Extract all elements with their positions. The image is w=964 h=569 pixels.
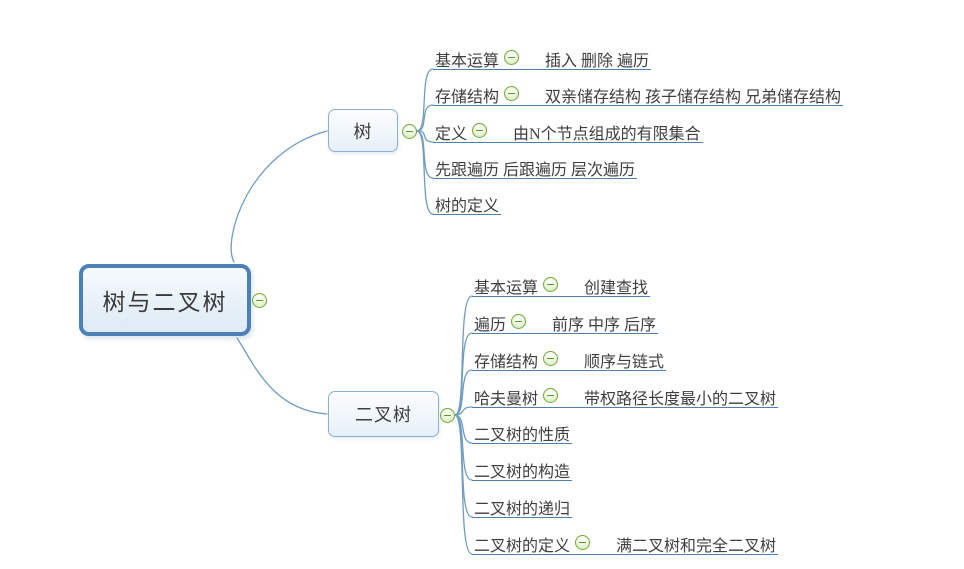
- collapse-minus-icon[interactable]: [472, 123, 488, 138]
- wire-binary-child: [454, 295, 473, 416]
- topic-row[interactable]: 基本运算 插入 删除 遍历: [433, 48, 652, 70]
- root-node[interactable]: 树与二叉树: [79, 264, 251, 336]
- wire-root-to-tree: [230, 130, 328, 263]
- topic-label: 树的定义: [435, 197, 500, 215]
- topic-row[interactable]: 二叉树的性质: [472, 422, 573, 444]
- topic-label: 二叉树的构造: [474, 463, 571, 481]
- branch-label: 二叉树: [355, 405, 412, 425]
- topic-detail: 前序 中序 后序: [552, 316, 657, 334]
- topic-row[interactable]: 二叉树的构造: [472, 459, 573, 481]
- collapse-minus-icon[interactable]: [543, 388, 559, 403]
- topic-row[interactable]: 定义 由N个节点组成的有限集合: [433, 121, 703, 143]
- topic-label: 定义: [435, 125, 468, 143]
- wire-tree-child: [416, 130, 434, 143]
- collapse-minus-icon[interactable]: [504, 86, 520, 101]
- wire-binary-child: [454, 414, 473, 555]
- topic-row[interactable]: 二叉树的定义 满二叉树和完全二叉树: [472, 533, 779, 555]
- collapse-minus-icon-tree[interactable]: [402, 124, 417, 139]
- topic-label: 遍历: [474, 316, 507, 334]
- topic-row[interactable]: 存储结构 双亲储存结构 孩子储存结构 兄弟储存结构: [433, 84, 844, 106]
- topic-label: 二叉树的性质: [474, 426, 571, 444]
- branch-node-tree[interactable]: 树: [328, 109, 398, 152]
- wire-binary-child: [454, 332, 473, 416]
- topic-detail: 插入 删除 遍历: [545, 52, 650, 70]
- topic-detail: 双亲储存结构 孩子储存结构 兄弟储存结构: [545, 88, 842, 106]
- topic-row[interactable]: 基本运算 创建查找: [472, 275, 651, 297]
- branch-label: 树: [353, 121, 373, 142]
- topic-label: 存储结构: [474, 353, 539, 371]
- topic-label: 哈夫曼树: [474, 390, 539, 408]
- topic-row[interactable]: 存储结构 顺序与链式: [472, 349, 667, 371]
- wire-tree-child: [416, 130, 434, 215]
- collapse-minus-icon[interactable]: [511, 314, 527, 329]
- root-node-label: 树与二叉树: [102, 290, 228, 315]
- wire-tree-child: [416, 104, 434, 132]
- wire-binary-child: [454, 369, 473, 416]
- topic-label: 先跟遍历 后跟遍历 层次遍历: [435, 161, 636, 179]
- topic-row[interactable]: 二叉树的递归: [472, 496, 573, 518]
- topic-detail: 满二叉树和完全二叉树: [616, 537, 777, 555]
- topic-row[interactable]: 哈夫曼树 带权路径长度最小的二叉树: [472, 386, 779, 408]
- topic-row[interactable]: 先跟遍历 后跟遍历 层次遍历: [433, 157, 638, 179]
- topic-detail: 带权路径长度最小的二叉树: [584, 390, 777, 408]
- topic-detail: 由N个节点组成的有限集合: [513, 125, 701, 143]
- collapse-minus-icon-binary-tree[interactable]: [440, 408, 455, 423]
- topic-label: 基本运算: [435, 52, 500, 70]
- topic-label: 二叉树的递归: [474, 500, 571, 518]
- topic-detail: 顺序与链式: [584, 353, 665, 371]
- topic-label: 存储结构: [435, 88, 500, 106]
- collapse-minus-icon[interactable]: [504, 50, 520, 65]
- collapse-minus-icon-root[interactable]: [252, 293, 267, 308]
- collapse-minus-icon[interactable]: [543, 277, 559, 292]
- topic-detail: 创建查找: [584, 279, 649, 297]
- collapse-minus-icon[interactable]: [575, 535, 591, 550]
- wire-binary-child: [454, 406, 473, 416]
- topic-row[interactable]: 树的定义: [433, 193, 502, 215]
- topic-label: 基本运算: [474, 279, 539, 297]
- wire-tree-child: [416, 68, 434, 132]
- topic-row[interactable]: 遍历 前序 中序 后序: [472, 312, 659, 334]
- wire-binary-child: [454, 414, 473, 481]
- collapse-minus-icon[interactable]: [543, 351, 559, 366]
- branch-node-binary-tree[interactable]: 二叉树: [328, 391, 439, 437]
- wire-root-to-binary: [236, 337, 328, 415]
- topic-label: 二叉树的定义: [474, 537, 571, 555]
